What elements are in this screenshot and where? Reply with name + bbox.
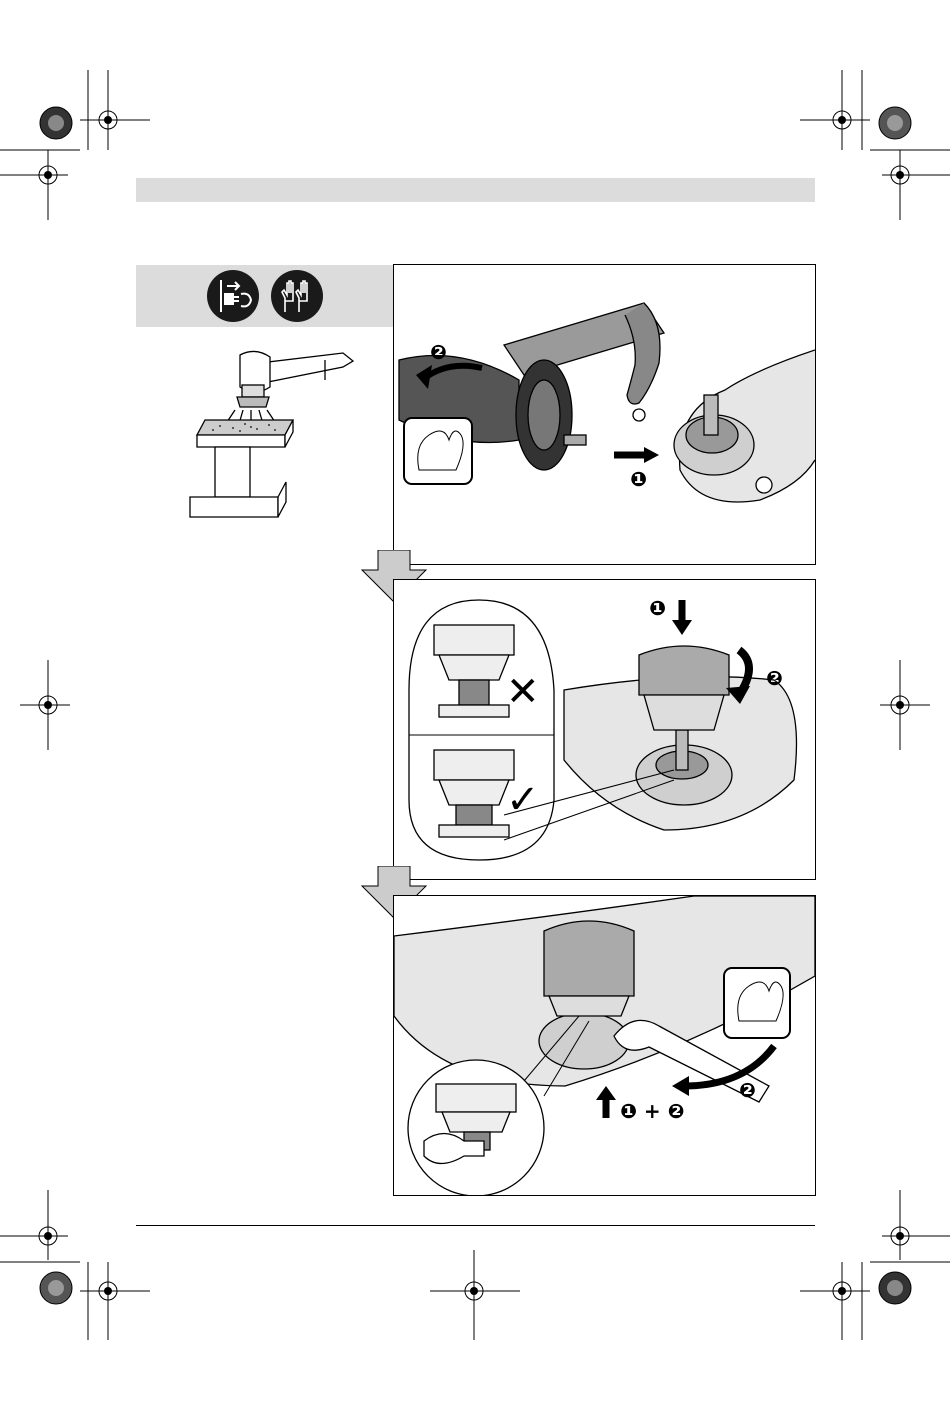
header-bar	[136, 178, 815, 202]
step-marker: ❷	[766, 666, 783, 690]
panel-tighten-brush: ❷ ❶ + ❷	[393, 895, 816, 1196]
step-marker: ❶	[649, 596, 666, 620]
step-marker: ❶	[630, 467, 647, 491]
panel-mount-brush: ❶ ❷ ✕ ✓	[393, 579, 816, 880]
combo-step-label: ❶ + ❷	[620, 1099, 685, 1123]
step-marker: ❷	[430, 340, 447, 364]
step-marker: ❷	[739, 1078, 756, 1102]
panel-remove-guard: ❷ ❶	[393, 264, 816, 565]
correct-mark-icon: ✓	[506, 780, 540, 820]
wrong-mark-icon: ✕	[506, 672, 540, 712]
footer-rule	[136, 1225, 815, 1226]
safety-icon-box	[136, 265, 393, 327]
usage-illustration	[185, 340, 355, 525]
gloves-icon	[271, 270, 323, 322]
unplug-icon	[207, 270, 259, 322]
